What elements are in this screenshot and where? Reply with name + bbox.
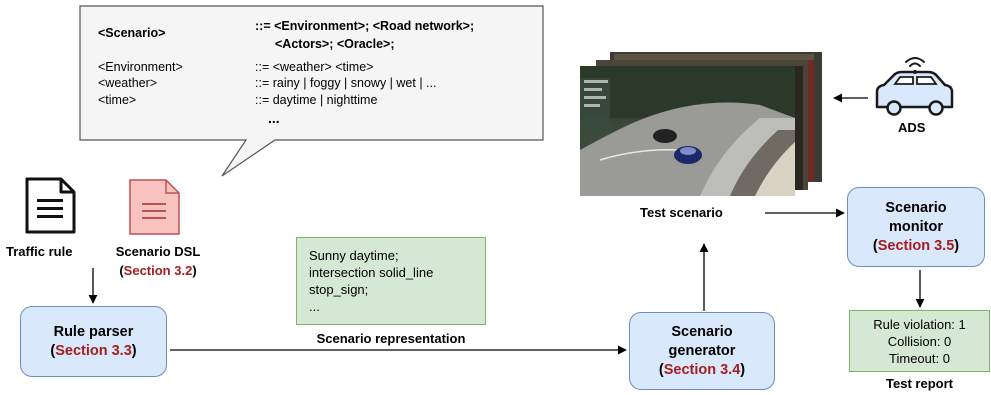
scenario-generator-title-line1: Scenario: [671, 323, 733, 340]
dsl-grammar-callout: [79, 5, 544, 177]
test-report-box: Rule violation: 1 Collision: 0 Timeout: …: [849, 310, 990, 372]
scenario-representation-caption: Scenario representation: [316, 331, 466, 346]
test-report-line: Timeout: 0: [889, 350, 950, 366]
scenario-dsl-section: Section 3.2: [123, 263, 193, 278]
scenario-dsl-label: Scenario DSL: [115, 244, 201, 259]
wireless-signal-icon: [905, 57, 925, 74]
scenario-dsl-document-icon: [129, 179, 180, 235]
scenario-monitor-title-line1: Scenario: [885, 199, 947, 216]
scenario-monitor-box: Scenario monitor (Section 3.5): [847, 187, 985, 267]
rule-parser-box: Rule parser (Section 3.3): [20, 306, 167, 377]
rule-parser-section-ref: (Section 3.3): [50, 342, 137, 359]
rule-parser-title: Rule parser: [53, 323, 134, 340]
test-scenario-label: Test scenario: [640, 205, 723, 220]
scenario-generator-section: Section 3.4: [663, 361, 741, 378]
test-report-line: Rule violation: 1: [873, 316, 966, 332]
scenario-representation-line: intersection solid_line: [309, 265, 434, 280]
car-icon: [875, 70, 954, 116]
scenario-monitor-section: Section 3.5: [877, 237, 955, 254]
traffic-rule-label: Traffic rule: [6, 244, 73, 259]
scenario-generator-box: Scenario generator (Section 3.4): [629, 312, 775, 390]
scenario-representation-box: Sunny daytime; intersection solid_line s…: [296, 237, 486, 325]
dsl-lhs-environment: <Environment>: [98, 60, 183, 74]
scenario-monitor-section-ref: (Section 3.5): [872, 237, 960, 254]
dsl-rhs-weather: ::= rainy | foggy | snowy | wet | ...: [255, 76, 437, 90]
dsl-ellipsis: ...: [268, 110, 280, 126]
dsl-rhs-scenario-line1: ::= <Environment>; <Road network>;: [255, 19, 475, 33]
scenario-monitor-title-line2: monitor: [889, 218, 943, 235]
dsl-lhs-weather: <weather>: [98, 76, 158, 90]
dsl-rhs-scenario-line2: <Actors>; <Oracle>;: [275, 37, 395, 51]
scenario-generator-section-ref: (Section 3.4): [658, 361, 746, 378]
dsl-lhs-scenario: <Scenario>: [98, 26, 166, 40]
document-icon: [25, 177, 76, 234]
scenario-generator-title-line2: generator: [668, 342, 736, 359]
scenario-representation-line: Sunny daytime;: [309, 248, 399, 263]
ads-label: ADS: [898, 120, 926, 135]
scenario-representation-line: stop_sign;: [309, 282, 369, 297]
dsl-rhs-environment: ::= <weather> <time>: [255, 60, 374, 74]
dsl-lhs-time: <time>: [98, 93, 137, 107]
rule-parser-section: Section 3.3: [55, 342, 132, 359]
simulation-screenshot: [580, 52, 822, 196]
test-report-caption: Test report: [886, 376, 953, 391]
test-report-line: Collision: 0: [887, 333, 952, 349]
dsl-rhs-time: ::= daytime | nighttime: [255, 93, 378, 107]
scenario-dsl-section-ref: (Section 3.2): [119, 263, 197, 278]
scenario-representation-line: ...: [309, 299, 320, 314]
